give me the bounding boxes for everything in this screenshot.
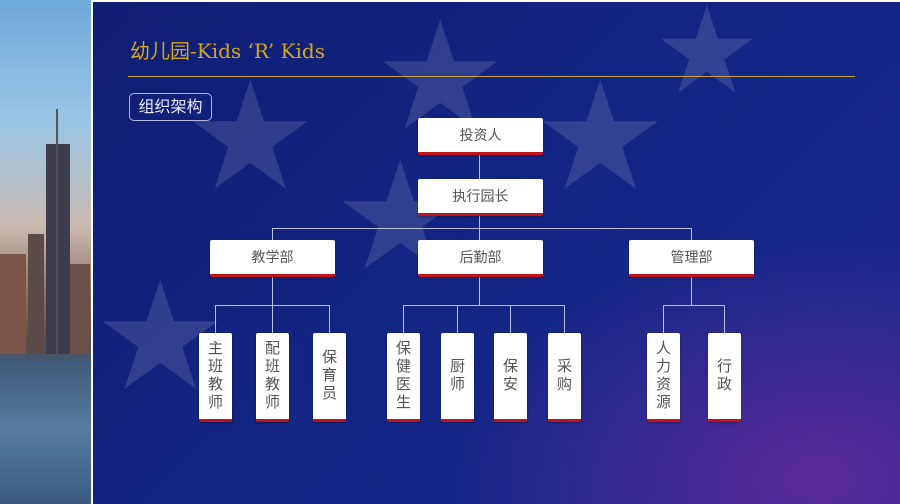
connector (724, 305, 725, 333)
connector (479, 155, 480, 179)
org-node-role: 采购 (548, 333, 581, 422)
connector (272, 228, 692, 229)
connector (663, 305, 664, 333)
connector (510, 305, 511, 333)
connector (691, 277, 692, 305)
star-decoration: ★ (183, 50, 318, 224)
connector (329, 305, 330, 333)
connector (663, 305, 725, 306)
connector (479, 277, 480, 305)
org-node-role: 人力资源 (647, 333, 680, 422)
org-node-role: 保育员 (313, 333, 346, 422)
org-node-role: 保健医生 (387, 333, 420, 422)
org-node-role: 配班教师 (256, 333, 289, 422)
slide: ★ ★ ★ ★ ★ ★ 幼儿园-Kids ‘R’ Kids 组织架构 投资人 执… (93, 2, 900, 504)
org-node-department: 管理部 (629, 240, 754, 277)
page-title: 幼儿园-Kids ‘R’ Kids (130, 39, 325, 63)
connector (691, 228, 692, 240)
section-tag: 组织架构 (129, 93, 212, 121)
city-skyline-image (0, 0, 91, 504)
connector (215, 305, 330, 306)
org-node-role: 主班教师 (199, 333, 232, 422)
org-node-director: 执行园长 (418, 179, 543, 216)
connector (272, 228, 273, 240)
org-node-role: 保安 (494, 333, 527, 422)
org-node-department: 后勤部 (418, 240, 543, 277)
star-decoration: ★ (533, 50, 668, 224)
org-node-investor: 投资人 (418, 118, 543, 155)
org-node-role: 行政 (708, 333, 741, 422)
title-divider (128, 76, 855, 77)
connector (403, 305, 565, 306)
connector (215, 305, 216, 333)
connector (564, 305, 565, 333)
connector (403, 305, 404, 333)
org-node-role: 厨师 (441, 333, 474, 422)
connector (457, 305, 458, 333)
org-node-department: 教学部 (210, 240, 335, 277)
star-decoration: ★ (653, 2, 761, 121)
